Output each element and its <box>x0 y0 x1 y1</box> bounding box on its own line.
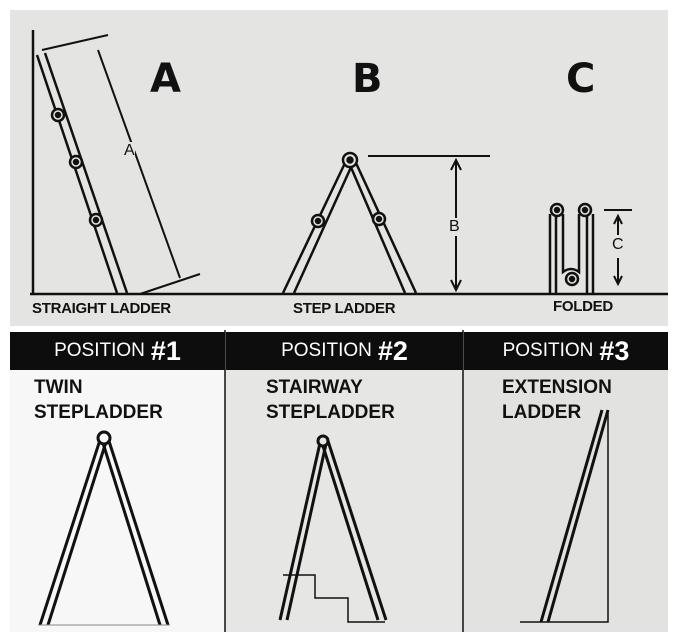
position-number: #3 <box>599 335 630 366</box>
name-line-2: STEPLADDER <box>266 402 395 423</box>
caption-step-ladder: STEP LADDER <box>293 300 396 317</box>
dimension-a: A <box>124 142 135 160</box>
position-word: POSITION <box>502 340 594 361</box>
caption-straight-ladder: STRAIGHT LADDER <box>32 300 171 317</box>
dimension-b: B <box>449 218 460 236</box>
name-line-1: TWIN <box>34 377 83 398</box>
label-b: B <box>352 56 383 102</box>
step-ladder <box>281 151 490 294</box>
name-line-1: STAIRWAY <box>266 377 363 398</box>
position-1-name: TWIN STEPLADDER <box>34 375 163 425</box>
position-number: #2 <box>377 335 408 366</box>
label-c: C <box>566 56 596 102</box>
position-1-header: POSITION #1 <box>10 332 225 370</box>
label-a: A <box>150 56 181 102</box>
extension-ladder-drawing <box>520 409 610 623</box>
panel-2 <box>225 370 463 632</box>
panel-1 <box>10 370 225 632</box>
dimension-c: C <box>612 236 624 253</box>
position-2-name: STAIRWAY STEPLADDER <box>266 375 395 425</box>
position-word: POSITION <box>281 340 372 361</box>
caption-folded: FOLDED <box>553 298 613 315</box>
name-line-2: LADDER <box>502 402 582 423</box>
name-line-1: EXTENSION <box>502 377 612 398</box>
position-number: #1 <box>150 335 181 366</box>
twin-stepladder-drawing <box>38 430 170 626</box>
position-word: POSITION <box>54 340 145 361</box>
position-2-header: POSITION #2 <box>226 332 463 370</box>
position-3-name: EXTENSION LADDER <box>502 375 612 425</box>
straight-ladder <box>35 34 201 295</box>
folded-ladder <box>548 202 632 293</box>
name-line-2: STEPLADDER <box>34 402 163 423</box>
position-3-header: POSITION #3 <box>464 332 668 370</box>
panel-3 <box>463 370 668 632</box>
stairway-stepladder-drawing <box>278 434 388 623</box>
